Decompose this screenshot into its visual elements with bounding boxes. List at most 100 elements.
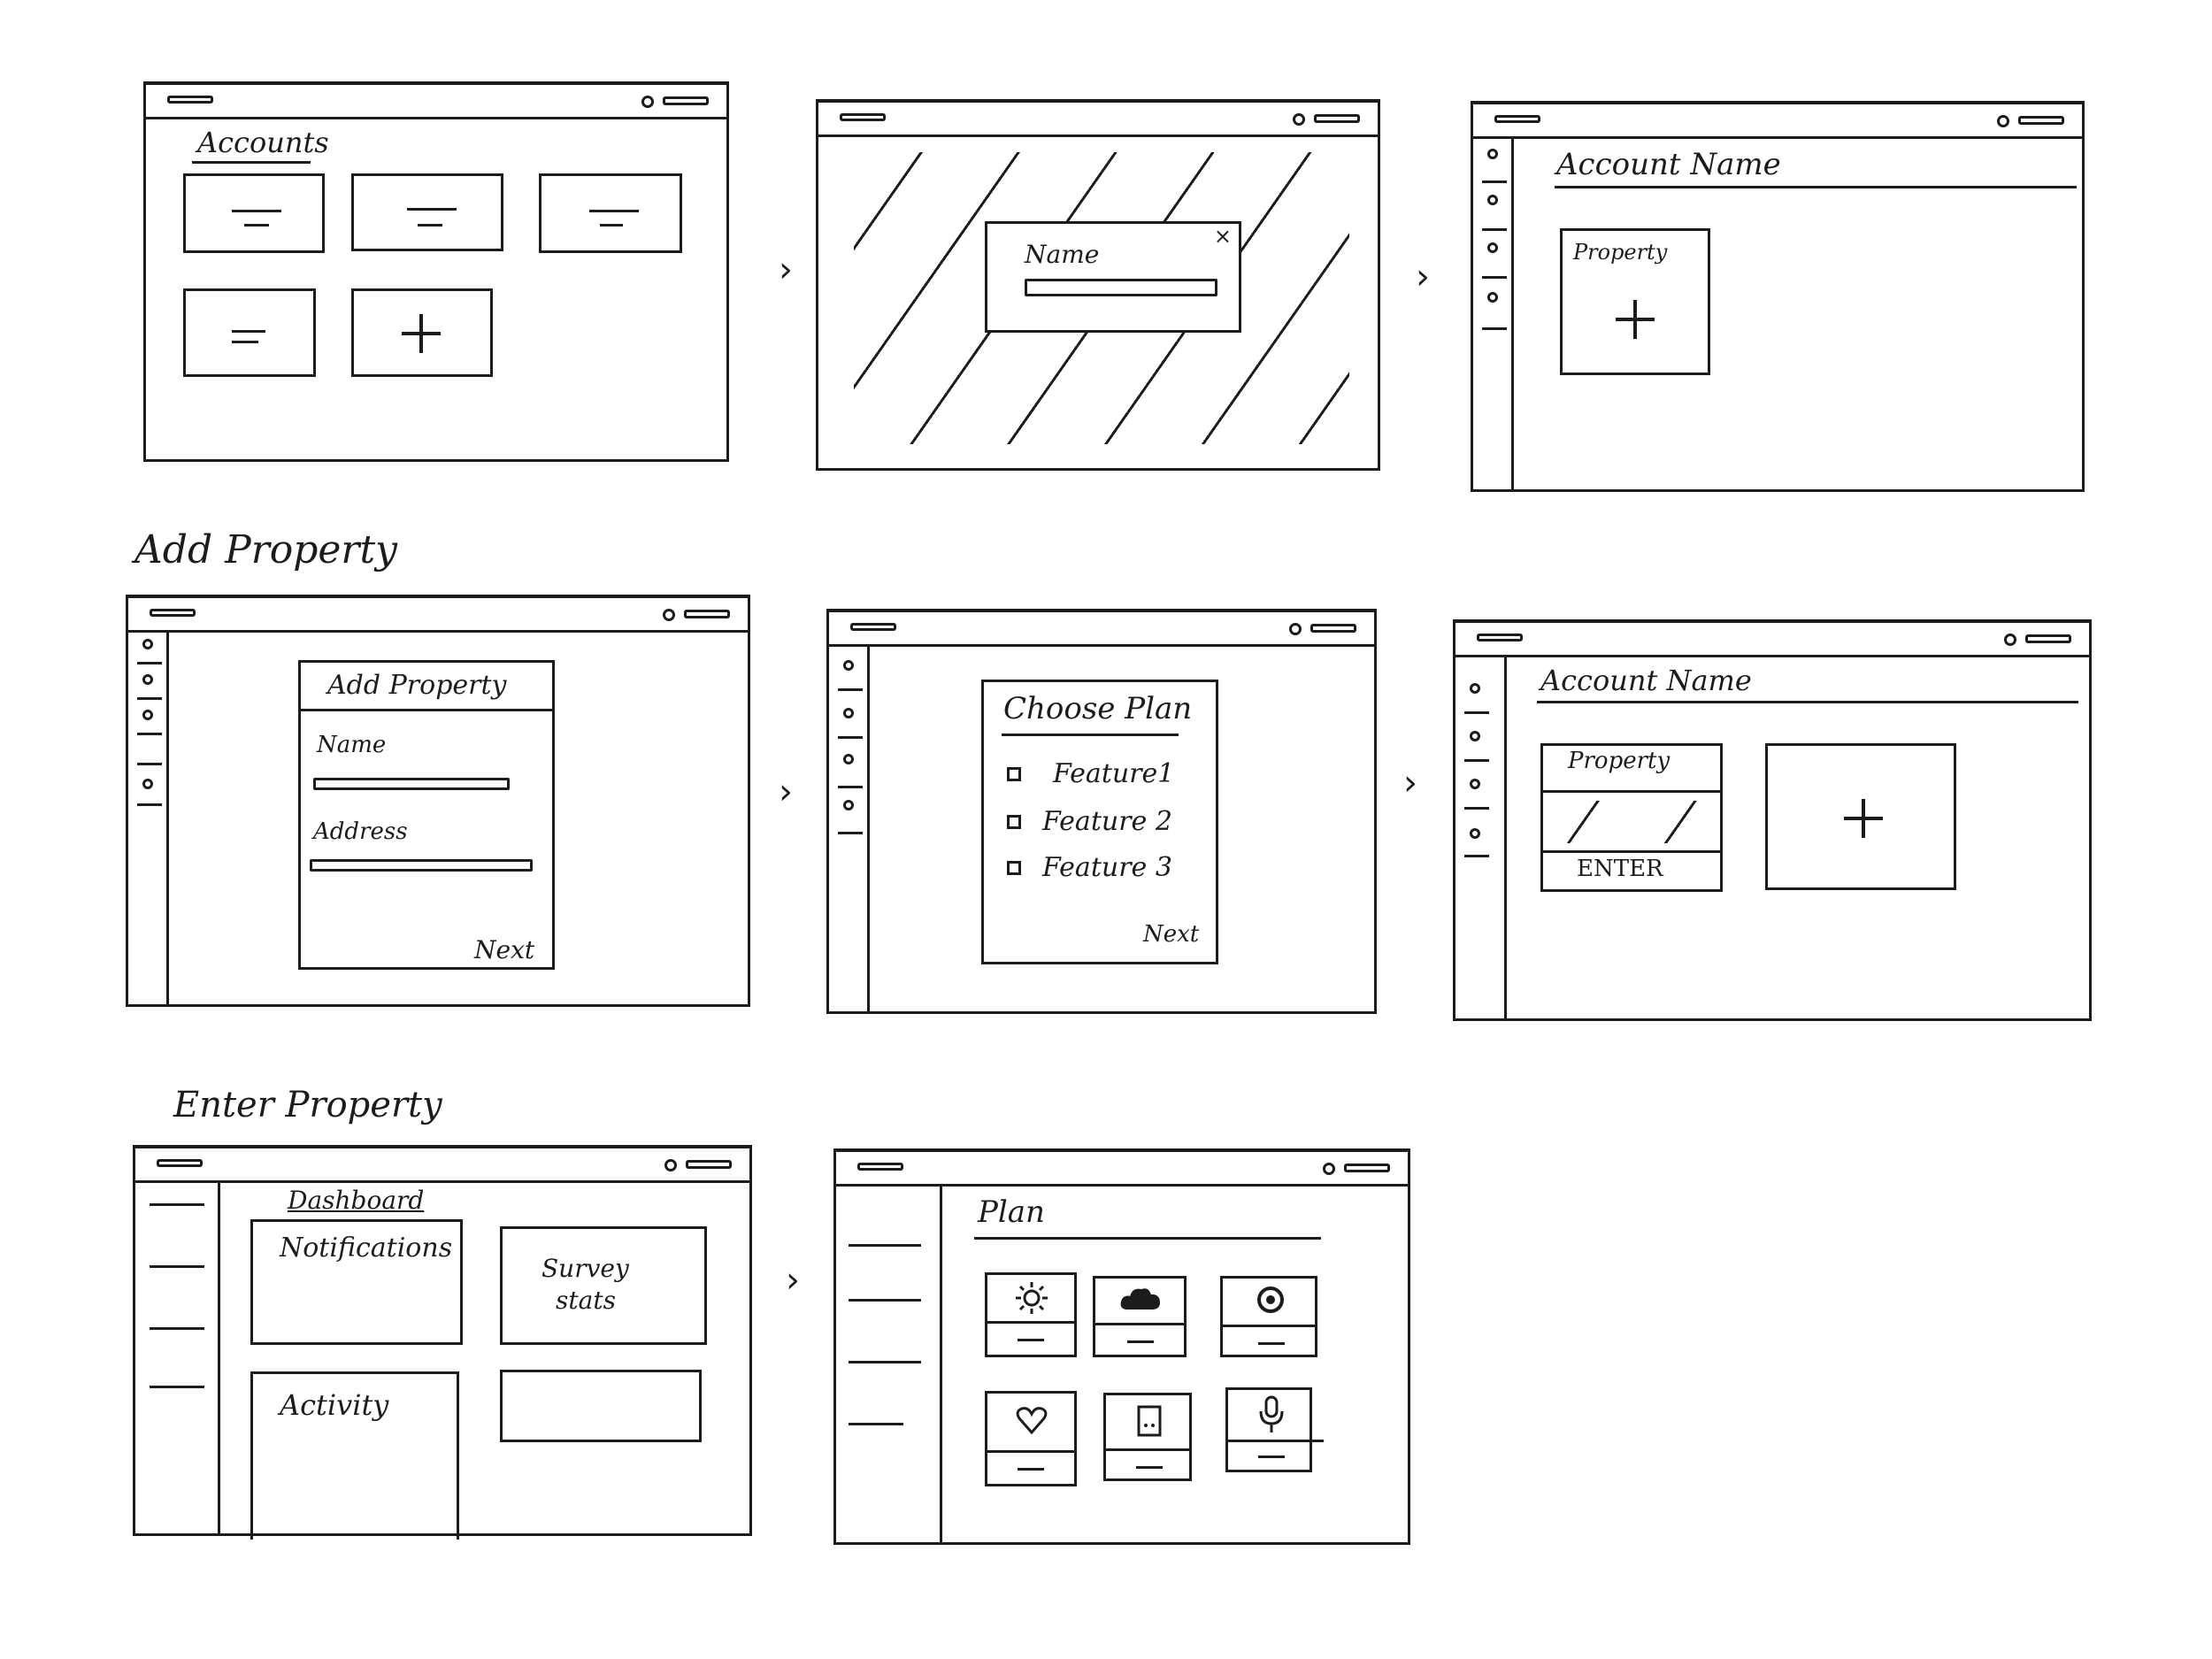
tab[interactable] [857,1163,903,1171]
sidebar-item[interactable] [150,1203,204,1206]
account-card[interactable] [183,288,316,377]
account-card[interactable] [539,173,682,253]
page-title: Account Name [1540,664,1752,697]
feature-checkbox[interactable] [1007,767,1021,781]
section-title: Add Property [134,527,397,572]
flow-arrow: › [1403,763,1417,803]
sidebar-item[interactable] [1487,292,1498,303]
add-property-form: Add Property Name Address Next [298,660,555,970]
sidebar-item[interactable] [843,754,854,764]
tile-label [1258,1455,1285,1458]
add-property-card[interactable]: Property [1560,228,1710,375]
account-card[interactable] [351,173,503,251]
sidebar-item[interactable] [1470,828,1480,839]
sidebar-item[interactable] [150,1386,204,1388]
plan-tile[interactable] [1225,1387,1324,1472]
activity-panel[interactable]: Activity [250,1371,459,1540]
feature-checkbox[interactable] [1007,861,1021,875]
sidebar-item[interactable] [843,708,854,718]
plan-window: Plan [833,1148,1410,1545]
tile-label [1258,1342,1285,1345]
tile-label [1127,1340,1154,1343]
sidebar-item[interactable] [1487,242,1498,253]
tab[interactable] [150,609,196,617]
sidebar-item[interactable] [142,674,153,685]
account-name-property-window: Account Name Property ENTER [1453,619,2092,1021]
tile-label [1018,1468,1044,1471]
sidebar-item[interactable] [849,1423,903,1425]
window-controls[interactable] [2025,634,2071,643]
address-input[interactable] [310,859,533,872]
property-thumbnail [1550,801,1715,843]
window-controls[interactable] [684,610,730,618]
sidebar-item[interactable] [1470,731,1480,741]
tab[interactable] [1477,634,1523,641]
window-controls[interactable] [663,96,709,105]
tab[interactable] [850,623,896,631]
sidebar-item[interactable] [843,660,854,671]
plan-tile[interactable] [985,1391,1077,1486]
browser-bar [818,103,1378,137]
sidebar-item[interactable] [1470,683,1480,694]
plan-tile[interactable] [1093,1276,1187,1357]
sun-icon [1016,1282,1048,1314]
cloud-icon [1120,1288,1161,1310]
form-title-underline [301,709,552,711]
panel-title: Activity [280,1388,389,1422]
tab[interactable] [840,113,886,121]
next-button[interactable]: Next [474,935,535,964]
name-input[interactable] [1025,279,1217,296]
notifications-panel[interactable]: Notifications [250,1219,463,1345]
browser-bar [829,612,1374,647]
window-controls[interactable] [1310,624,1356,633]
tile-label [1136,1466,1163,1469]
empty-panel[interactable] [500,1370,702,1442]
tab[interactable] [157,1159,203,1167]
tile-divider [1228,1440,1324,1442]
sidebar [135,1180,220,1533]
browser-bar [146,85,726,119]
browser-bar [128,598,748,633]
feature-checkbox[interactable] [1007,815,1021,829]
close-icon[interactable]: × [1213,224,1232,249]
tile-divider [987,1450,1074,1453]
survey-stats-panel[interactable]: Survey stats [500,1226,707,1345]
next-button[interactable]: Next [1143,921,1200,948]
tile-divider [1106,1448,1189,1451]
sidebar-item[interactable] [843,800,854,810]
add-account-card[interactable] [351,288,493,377]
sidebar-item[interactable] [142,710,153,720]
plan-tile[interactable] [1103,1393,1192,1481]
enter-button[interactable]: ENTER [1577,856,1663,882]
feature-label: Feature 3 [1042,852,1172,883]
sidebar-item[interactable] [849,1244,921,1247]
device-icon [1137,1405,1162,1437]
tab[interactable] [167,96,213,104]
sidebar-item[interactable] [849,1299,921,1302]
sidebar-item[interactable] [1470,779,1480,789]
window-controls[interactable] [686,1160,732,1169]
plan-tile[interactable] [1220,1276,1317,1357]
plan-tile[interactable] [985,1272,1077,1357]
window-controls[interactable] [2018,116,2064,125]
sidebar [1473,136,1514,489]
account-name-window: Account Name Property [1471,101,2085,492]
sidebar-item[interactable] [150,1265,204,1268]
heart-icon [1016,1407,1048,1435]
add-property-window: Add Property Name Address Next [126,595,750,1007]
account-card[interactable] [183,173,325,253]
add-property-card[interactable] [1765,743,1956,890]
sidebar-item[interactable] [849,1361,921,1363]
window-controls[interactable] [1344,1164,1390,1172]
window-controls[interactable] [1314,114,1360,123]
window-dot [1289,623,1302,635]
name-input[interactable] [313,778,510,790]
sidebar-item[interactable] [142,779,153,789]
sidebar-item[interactable] [142,639,153,649]
card-divider [1543,790,1720,793]
plus-icon [402,314,441,353]
sidebar-item[interactable] [1487,195,1498,205]
sidebar-item[interactable] [1487,149,1498,159]
sidebar-item[interactable] [150,1327,204,1330]
tab[interactable] [1494,115,1540,123]
